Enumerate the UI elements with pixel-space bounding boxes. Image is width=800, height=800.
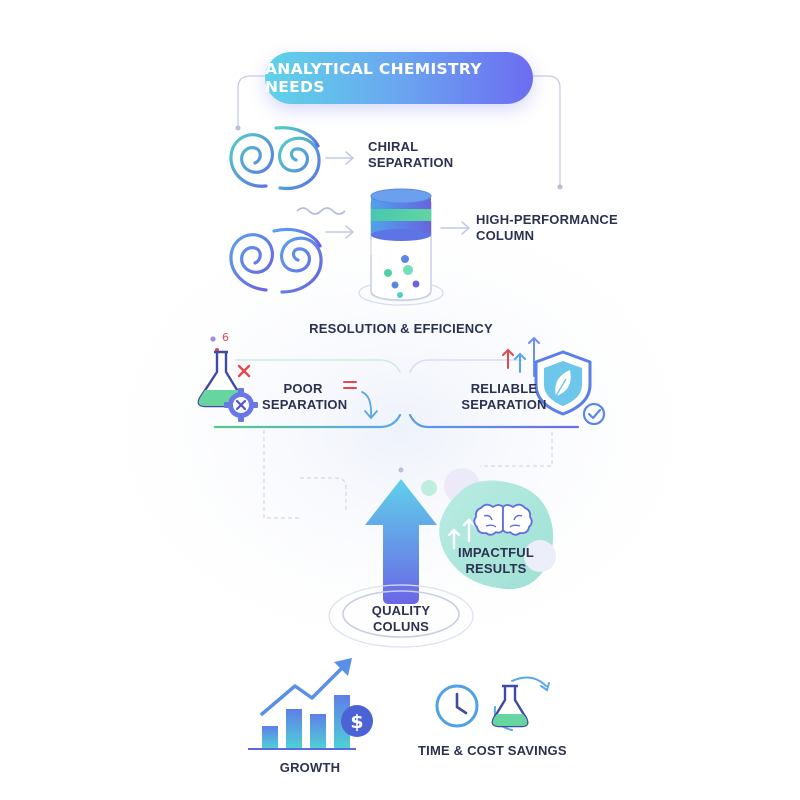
- wave-line: [296, 207, 346, 215]
- arrow-to-column: [325, 225, 355, 239]
- brain-icon: [473, 503, 533, 536]
- poor-separation-box: [213, 359, 402, 429]
- svg-text:$: $: [350, 711, 363, 733]
- label-resolution-efficiency: RESOLUTION & EFFICIENCY: [309, 321, 493, 336]
- arrow-to-hp-column: [440, 221, 471, 235]
- label-growth: GROWTH: [279, 760, 341, 775]
- column-cylinder-icon: [358, 188, 444, 306]
- label-chiral-separation: CHIRAL SEPARATION: [368, 139, 454, 170]
- label-high-performance-column: HIGH-PERFORMANCE COLUMN: [476, 212, 618, 243]
- title-connector-lines: [235, 75, 563, 190]
- shield-leaf-icon: [534, 350, 592, 416]
- background-haze: [70, 180, 730, 680]
- label-quality-columns: QUALITY COLUNS: [371, 603, 431, 634]
- swirl-icon-lower: [229, 227, 323, 294]
- x-mark-icon: [237, 364, 251, 378]
- arrow-to-chiral: [325, 151, 355, 165]
- big-up-arrow: [365, 479, 437, 604]
- swirl-icon: [229, 126, 321, 191]
- label-impactful-results: IMPACTFUL RESULTS: [458, 545, 534, 576]
- flask-cycle-icon: [491, 676, 550, 731]
- svg-text:6: 6: [222, 331, 229, 344]
- pedestal-rings: [328, 584, 474, 648]
- dollar-icon: $: [341, 705, 373, 737]
- connector-dot: [398, 467, 404, 473]
- label-time-cost-savings: TIME & COST SAVINGS: [418, 743, 567, 758]
- label-reliable-separation: RELIABLE SEPARATION: [461, 381, 547, 412]
- clock-icon: [435, 684, 479, 728]
- checkmark-icon: [582, 402, 606, 426]
- results-up-arrows: [447, 518, 476, 550]
- unequal-indicator: [343, 381, 357, 389]
- up-arrows-icon: [502, 336, 540, 377]
- title-banner: ANALYTICAL CHEMISTRY NEEDS: [265, 52, 533, 104]
- gear-x-icon: [224, 388, 258, 422]
- bar-chart-icon: [248, 658, 356, 750]
- down-arrow-icon: [361, 391, 378, 420]
- reliable-separation-box: [408, 359, 580, 429]
- dashed-connectors: [263, 430, 553, 519]
- label-poor-separation: POOR SEPARATION: [262, 381, 348, 412]
